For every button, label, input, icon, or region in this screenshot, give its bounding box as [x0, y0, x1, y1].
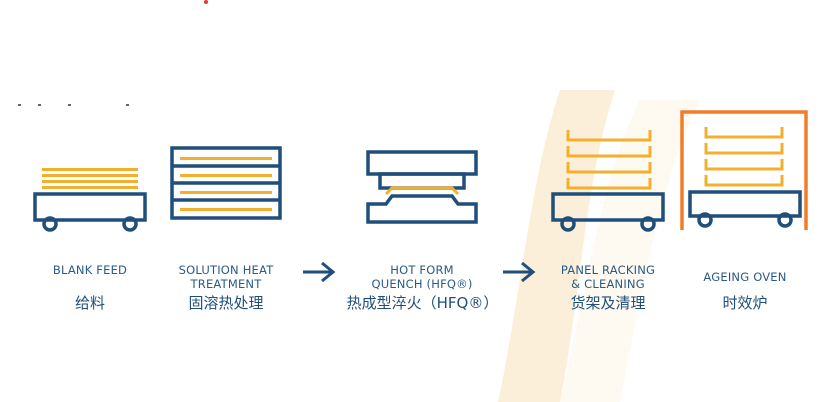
background-swoosh — [498, 90, 615, 402]
step-1-label-line1: BLANK FEED — [52, 263, 128, 277]
step-2-label-zh: 固溶热处理 — [188, 294, 264, 312]
step-1-label-zh: 给料 — [74, 294, 105, 312]
blank-stack — [42, 168, 138, 189]
step-3-label-line2: QUENCH (HFQ®) — [371, 277, 473, 291]
ageing-oven-icon — [680, 110, 808, 230]
step-5-label-line1: AGEING OVEN — [703, 270, 787, 284]
red-dot-marker — [204, 0, 208, 4]
step-4-label-zh: 货架及清理 — [570, 294, 646, 312]
step-4-label-line1: PANEL RACKING — [560, 263, 656, 277]
background-swoosh-2 — [560, 100, 700, 402]
step-4-label-line2: & CLEANING — [571, 277, 645, 291]
cart-wheel-right — [122, 216, 138, 232]
cart-wheel-left — [42, 216, 58, 232]
solution-heat-treatment-icon — [170, 146, 282, 220]
step-2-label: SOLUTION HEAT TREATMENT — [166, 263, 286, 291]
faint-dash-row — [18, 104, 138, 110]
step-4-label: PANEL RACKING & CLEANING — [548, 263, 668, 291]
cart-body — [33, 192, 147, 222]
hot-form-quench-icon — [366, 150, 478, 224]
step-3-label: HOT FORM QUENCH (HFQ®) — [362, 263, 482, 291]
arrow-right-icon — [503, 261, 536, 283]
step-5-label: AGEING OVEN — [685, 270, 805, 284]
step-2-label-line1: SOLUTION HEAT — [178, 263, 274, 277]
step-1-label: BLANK FEED — [40, 263, 140, 277]
arrow-right-icon — [303, 261, 336, 283]
step-3-label-line1: HOT FORM — [390, 263, 454, 277]
step-2-label-line2: TREATMENT — [190, 277, 262, 291]
panel-racking-icon — [551, 130, 665, 232]
blank-feed-icon — [33, 168, 147, 232]
step-5-label-zh: 时效炉 — [722, 294, 768, 312]
step-3-label-zh: 热成型淬火（HFQ®） — [346, 294, 499, 312]
